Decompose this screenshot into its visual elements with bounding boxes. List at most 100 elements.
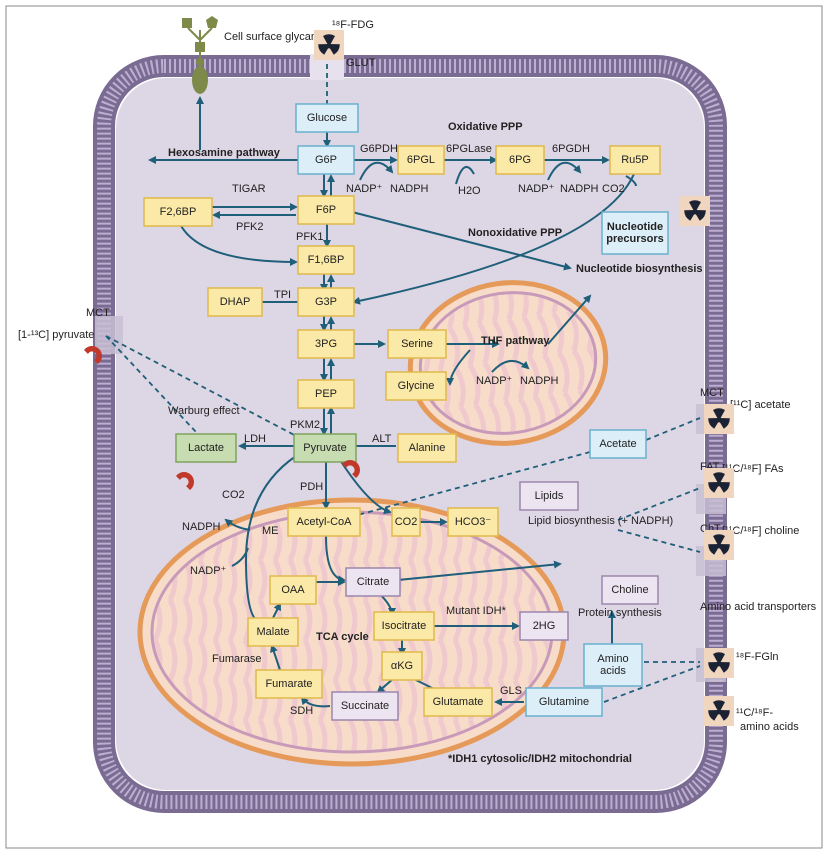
metabolite-label-glutamate: Glutamate <box>433 696 484 708</box>
tca-cycle-label: TCA cycle <box>316 631 369 643</box>
pkm2-label: PKM2 <box>290 419 320 431</box>
metabolite-label-choline: Choline <box>611 584 648 596</box>
metabolite-box-glycine: Glycine <box>385 371 447 401</box>
radiation-tracer-icon <box>680 196 710 226</box>
metabolite-label-nucleotide-precursors: precursors <box>606 233 663 245</box>
metabolite-label-lactate: Lactate <box>188 442 224 454</box>
metabolite-box-g3p: G3P <box>297 287 355 317</box>
metabolite-box-pgl6: 6PGL <box>397 145 445 175</box>
nonoxidative-ppp-label: Nonoxidative PPP <box>468 227 562 239</box>
metabolite-label-amino-acids: Amino <box>597 653 628 665</box>
metabolite-label-pgl6: 6PGL <box>407 154 435 166</box>
pfk1-label: PFK1 <box>296 231 324 243</box>
glut-label: GLUT <box>346 57 376 69</box>
fgln-label: ¹⁸F-FGln <box>736 651 779 663</box>
metabolite-label-g3p: G3P <box>315 296 337 308</box>
amino-acids-tracer-label-2: amino acids <box>740 721 799 733</box>
metabolite-box-citrate: Citrate <box>345 567 401 597</box>
radiation-tracer-icon <box>704 530 734 560</box>
metabolite-label-succinate: Succinate <box>341 700 389 712</box>
metabolite-box-malate: Malate <box>247 617 299 647</box>
metabolite-label-ru5p: Ru5P <box>621 154 649 166</box>
radiation-tracer-icon <box>704 468 734 498</box>
metabolite-box-oaa: OAA <box>269 575 317 605</box>
metabolite-label-oaa: OAA <box>281 584 305 596</box>
pfk2-label: PFK2 <box>236 221 264 233</box>
metabolite-label-glycine: Glycine <box>398 380 435 392</box>
radiation-tracer-icon <box>704 404 734 434</box>
metabolite-box-acetate: Acetate <box>589 429 647 459</box>
radiation-tracer-icon <box>704 648 734 678</box>
tigar-label: TIGAR <box>232 183 266 195</box>
metabolite-box-akg: αKG <box>381 651 423 681</box>
footnote-label: *IDH1 cytosolic/IDH2 mitochondrial <box>448 753 632 765</box>
metabolite-box-acetyl-coa: Acetyl-CoA <box>287 507 361 537</box>
metabolite-box-fumarate: Fumarate <box>255 669 323 699</box>
metabolite-label-serine: Serine <box>401 338 433 350</box>
metabolite-label-nucleotide-precursors: Nucleotide <box>607 221 663 233</box>
g6pdh-label: G6PDH <box>360 143 398 155</box>
ldh-label: LDH <box>244 433 266 445</box>
metabolite-box-glutamine: Glutamine <box>525 687 603 717</box>
acetate-11c-label: [¹¹C] acetate <box>730 399 791 411</box>
metabolite-label-acetate: Acetate <box>599 438 636 450</box>
nadph-1: NADPH <box>390 183 429 195</box>
mct2-label: MCT <box>700 387 724 399</box>
warburg-effect-label: Warburg effect <box>168 405 240 417</box>
metabolite-box-dhap: DHAP <box>207 287 263 317</box>
metabolite-label-f26bp: F2,6BP <box>160 206 197 218</box>
metabolite-label-hg2: 2HG <box>533 620 556 632</box>
oxidative-ppp-label: Oxidative PPP <box>448 121 523 133</box>
nadph-thf: NADPH <box>520 375 559 387</box>
choline-tracer-label: [¹¹C/¹⁸F] choline <box>722 525 799 537</box>
metabolite-label-pyruvate: Pyruvate <box>303 442 346 454</box>
radiation-tracer-icon <box>314 30 344 60</box>
nadp-2: NADP⁺ <box>518 183 555 195</box>
metabolite-box-serine: Serine <box>387 329 447 359</box>
nadph-2: NADPH <box>560 183 599 195</box>
metabolite-box-pep: PEP <box>297 379 355 409</box>
nucleotide-biosynthesis-label: Nucleotide biosynthesis <box>576 263 703 275</box>
hexosamine-pathway-label: Hexosamine pathway <box>168 147 281 159</box>
metabolite-box-isocitrate: Isocitrate <box>373 611 435 641</box>
metabolite-label-g6p: G6P <box>315 154 337 166</box>
metabolite-label-f6p: F6P <box>316 204 336 216</box>
magnet-icon <box>176 472 194 490</box>
mutant-idh-label: Mutant IDH* <box>446 605 507 617</box>
sdh-label: SDH <box>290 705 313 717</box>
metabolite-label-alanine: Alanine <box>409 442 446 454</box>
metabolite-label-pep: PEP <box>315 388 337 400</box>
metabolite-box-ru5p: Ru5P <box>609 145 661 175</box>
metabolite-label-glucose: Glucose <box>307 112 347 124</box>
magnet-icon <box>84 346 102 364</box>
gls-label: GLS <box>500 685 522 697</box>
metabolite-box-lactate: Lactate <box>175 433 237 463</box>
metabolite-label-acetyl-coa: Acetyl-CoA <box>296 516 352 528</box>
metabolite-label-lipids: Lipids <box>535 490 564 502</box>
metabolite-label-malate: Malate <box>256 626 289 638</box>
pathway-arrows <box>105 64 701 708</box>
mct-label: MCT <box>86 307 110 319</box>
labels: Hexosamine pathway Oxidative PPP Nonoxid… <box>18 19 817 765</box>
metabolite-label-hco3: HCO3⁻ <box>455 516 492 528</box>
metabolite-box-f6p: F6P <box>297 195 355 225</box>
fumarase-label: Fumarase <box>212 653 262 665</box>
co2-ppp: CO2 <box>602 183 625 195</box>
alt-label: ALT <box>372 433 392 445</box>
amino-acid-transporters-label: Amino acid transporters <box>700 601 817 613</box>
cell-surface-glycans-label: Cell surface glycans <box>224 31 323 43</box>
metabolite-box-f16bp: F1,6BP <box>297 245 355 275</box>
nadp-1: NADP⁺ <box>346 183 383 195</box>
metabolite-label-pg3: 3PG <box>315 338 337 350</box>
metabolite-box-g6p: G6P <box>297 145 355 175</box>
metabolite-label-dhap: DHAP <box>220 296 251 308</box>
tpi-label: TPI <box>274 289 291 301</box>
me-label: ME <box>262 525 279 537</box>
metabolite-box-hco3: HCO3⁻ <box>447 507 499 537</box>
metabolite-box-lipids: Lipids <box>519 481 579 511</box>
pdh-label: PDH <box>300 481 323 493</box>
amino-acids-tracer-label: ¹¹C/¹⁸F- <box>736 707 773 719</box>
metabolite-box-pyruvate: Pyruvate <box>293 433 357 463</box>
